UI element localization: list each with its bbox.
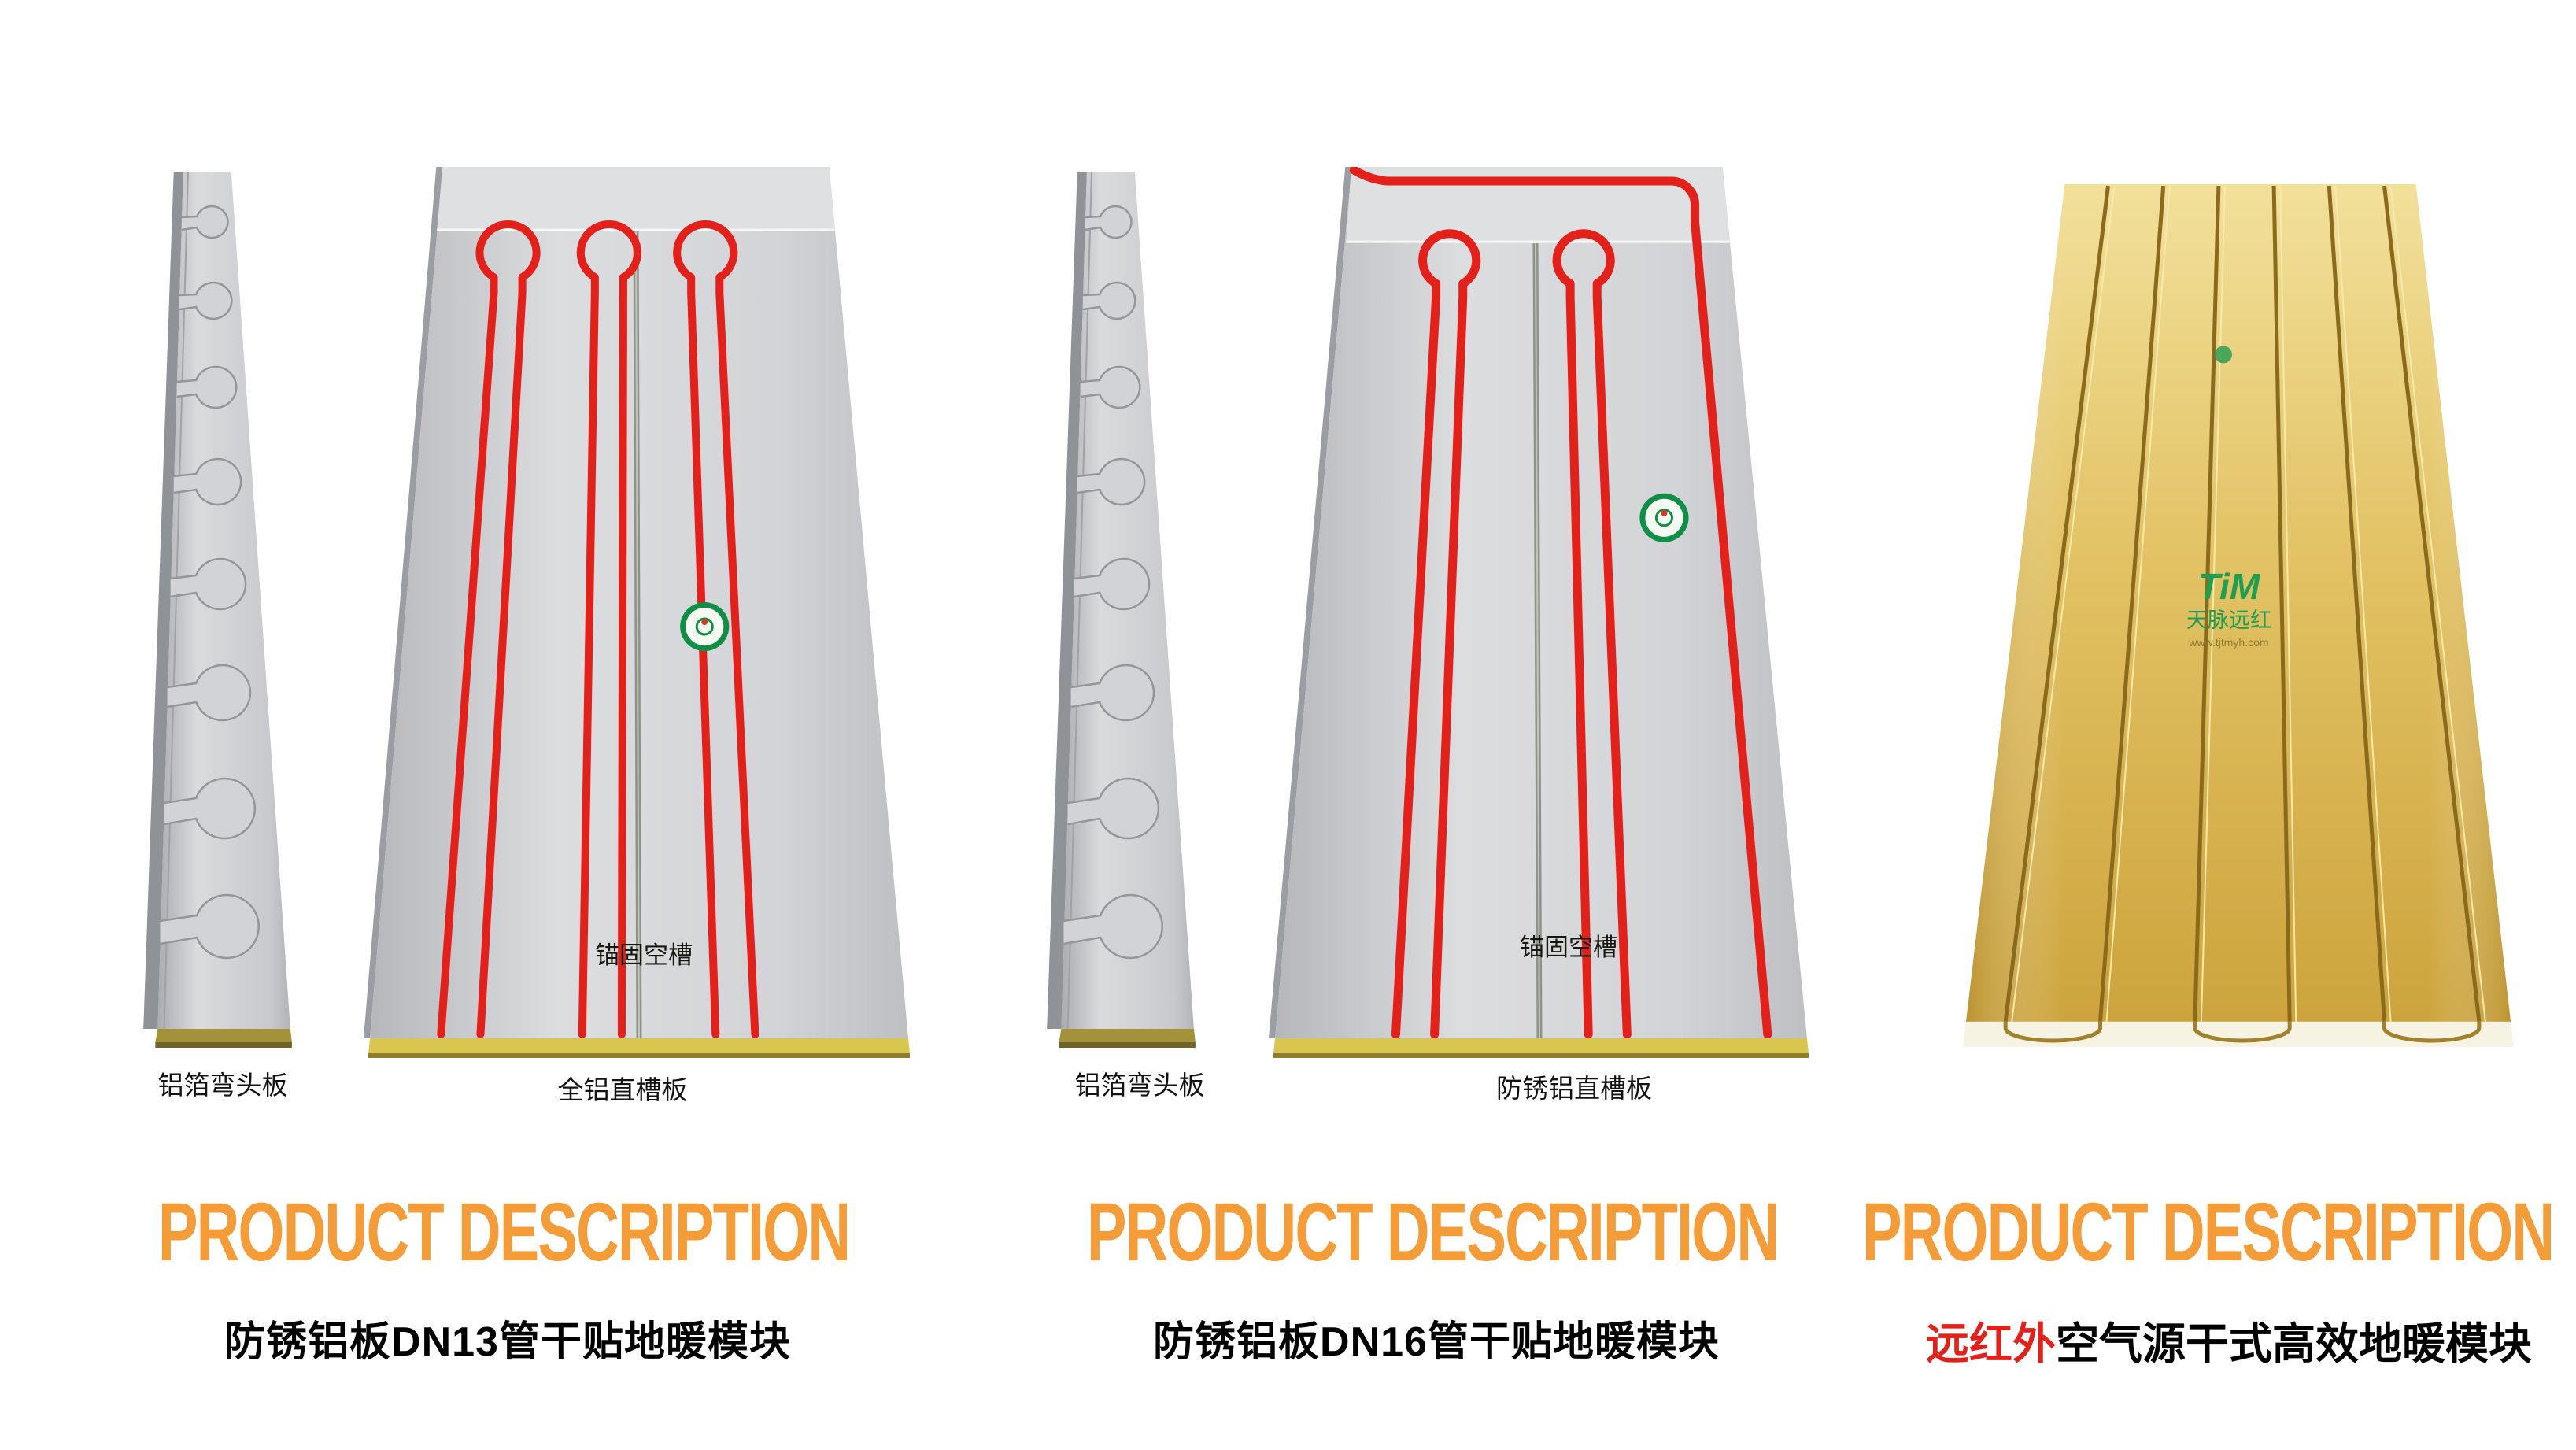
tim-logo-name: TiM <box>2198 566 2261 607</box>
pipe-return-bends <box>2003 1021 2482 1043</box>
tim-logo-subtitle: 天脉远红 <box>2186 608 2271 632</box>
elbow-panel-image-1 <box>134 167 298 1049</box>
panel-annotation-2: 锚固空槽 <box>1520 934 1617 961</box>
product-description-heading-3: PRODUCT DESCRIPTION <box>1861 1186 2555 1279</box>
pipe-grooves <box>2003 185 2482 1023</box>
panel-label-elbow-1: 铝箔弯头板 <box>157 1072 288 1100</box>
straight-groove-panel-image-2 <box>1269 167 1813 1058</box>
panel-label-groove-1: 全铝直槽板 <box>557 1077 688 1105</box>
product-description-heading-1: PRODUCT DESCRIPTION <box>157 1186 851 1279</box>
gold-heating-module-image: TiM 天脉远红 www.tjtmyh.com <box>1958 179 2519 1063</box>
panel-label-groove-2: 防锈铝直槽板 <box>1496 1075 1652 1104</box>
title-rest: 空气源干式高效地暖模块 <box>2056 1319 2533 1368</box>
green-dot-badge-icon <box>2214 346 2232 364</box>
product-title-1: 防锈铝板DN13管干贴地暖模块 <box>224 1319 791 1365</box>
panel-annotation-1: 锚固空槽 <box>595 941 693 969</box>
certification-badge-icon <box>680 601 730 652</box>
straight-groove-panel-image-1 <box>364 167 916 1058</box>
panel-label-elbow-2: 铝箔弯头板 <box>1074 1072 1205 1100</box>
product-title-3: 远红外空气源干式高效地暖模块 <box>1926 1308 2532 1371</box>
heating-pipes <box>1349 167 1772 1039</box>
product-title-2: 防锈铝板DN16管干贴地暖模块 <box>1153 1319 1720 1365</box>
title-highlight: 远红外 <box>1925 1319 2056 1368</box>
tim-logo-url: www.tjtmyh.com <box>2188 636 2268 649</box>
elbow-groove-shapes <box>1063 205 1163 960</box>
certification-badge-icon <box>1639 493 1689 542</box>
elbow-groove-shapes <box>160 205 260 960</box>
elbow-panel-image-2 <box>1037 167 1201 1049</box>
groove-highlights <box>2011 185 2486 1023</box>
tim-logo: TiM 天脉远红 www.tjtmyh.com <box>2186 566 2271 649</box>
heating-pipes <box>437 220 759 1038</box>
product-description-heading-2: PRODUCT DESCRIPTION <box>1086 1186 1780 1279</box>
